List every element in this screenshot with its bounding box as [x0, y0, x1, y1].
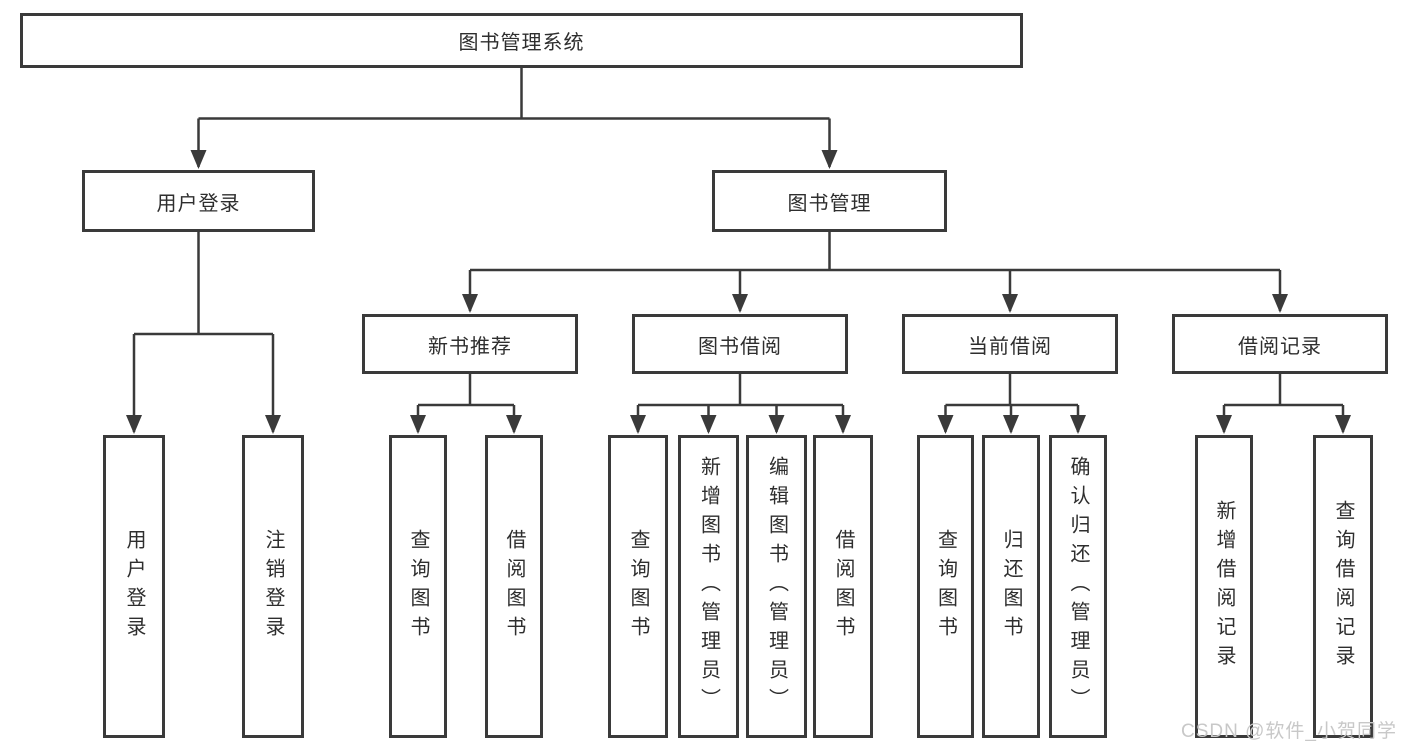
leaf-user-login: 用户登录: [103, 435, 165, 738]
leaf-borrow-books-recommend: 借阅图书: [485, 435, 543, 738]
leaf-query-books-borrow: 查询图书: [608, 435, 668, 738]
leaf-add-borrow-record-label: 新增借阅记录: [1213, 499, 1235, 674]
leaf-query-books-current: 查询图书: [917, 435, 974, 738]
node-book-management-label: 图书管理: [787, 192, 872, 215]
leaf-return-books: 归还图书: [982, 435, 1040, 738]
leaf-query-books-borrow-label: 查询图书: [627, 528, 649, 645]
leaf-query-books-recommend-label: 查询图书: [407, 528, 429, 645]
leaf-add-books-admin-label: 新增图书（管理员）: [697, 456, 720, 717]
node-root: 图书管理系统: [20, 13, 1023, 68]
node-root-label: 图书管理系统: [458, 32, 585, 54]
leaf-borrow-books-label: 借阅图书: [832, 528, 854, 645]
node-book-borrow-label: 图书借阅: [698, 335, 782, 358]
leaf-confirm-return-admin: 确认归还（管理员）: [1049, 435, 1107, 738]
leaf-logout: 注销登录: [242, 435, 304, 738]
leaf-query-books-current-label: 查询图书: [934, 528, 957, 645]
leaf-user-login-label: 用户登录: [123, 528, 145, 645]
leaf-query-books-recommend: 查询图书: [389, 435, 447, 738]
node-new-book-recommend-label: 新书推荐: [428, 335, 512, 358]
csdn-watermark: CSDN @软件_小贺同学: [1181, 721, 1397, 742]
leaf-edit-books-admin-label: 编辑图书（管理员）: [765, 456, 788, 717]
leaf-add-books-admin: 新增图书（管理员）: [678, 435, 739, 738]
leaf-borrow-books-recommend-label: 借阅图书: [503, 528, 525, 645]
node-new-book-recommend: 新书推荐: [362, 314, 578, 374]
leaf-borrow-books: 借阅图书: [813, 435, 873, 738]
leaf-query-borrow-record: 查询借阅记录: [1313, 435, 1373, 738]
leaf-confirm-return-admin-label: 确认归还（管理员）: [1067, 456, 1089, 717]
node-borrow-record: 借阅记录: [1172, 314, 1388, 374]
leaf-logout-label: 注销登录: [262, 528, 284, 645]
node-book-management: 图书管理: [712, 170, 947, 232]
node-current-borrow-label: 当前借阅: [968, 335, 1052, 358]
leaf-add-borrow-record: 新增借阅记录: [1195, 435, 1253, 738]
leaf-return-books-label: 归还图书: [1000, 528, 1022, 645]
leaf-edit-books-admin: 编辑图书（管理员）: [746, 435, 807, 738]
leaf-query-borrow-record-label: 查询借阅记录: [1332, 499, 1354, 674]
node-user-login-label: 用户登录: [156, 192, 241, 215]
node-current-borrow: 当前借阅: [902, 314, 1118, 374]
node-book-borrow: 图书借阅: [632, 314, 848, 374]
node-user-login: 用户登录: [82, 170, 315, 232]
node-borrow-record-label: 借阅记录: [1238, 335, 1322, 358]
